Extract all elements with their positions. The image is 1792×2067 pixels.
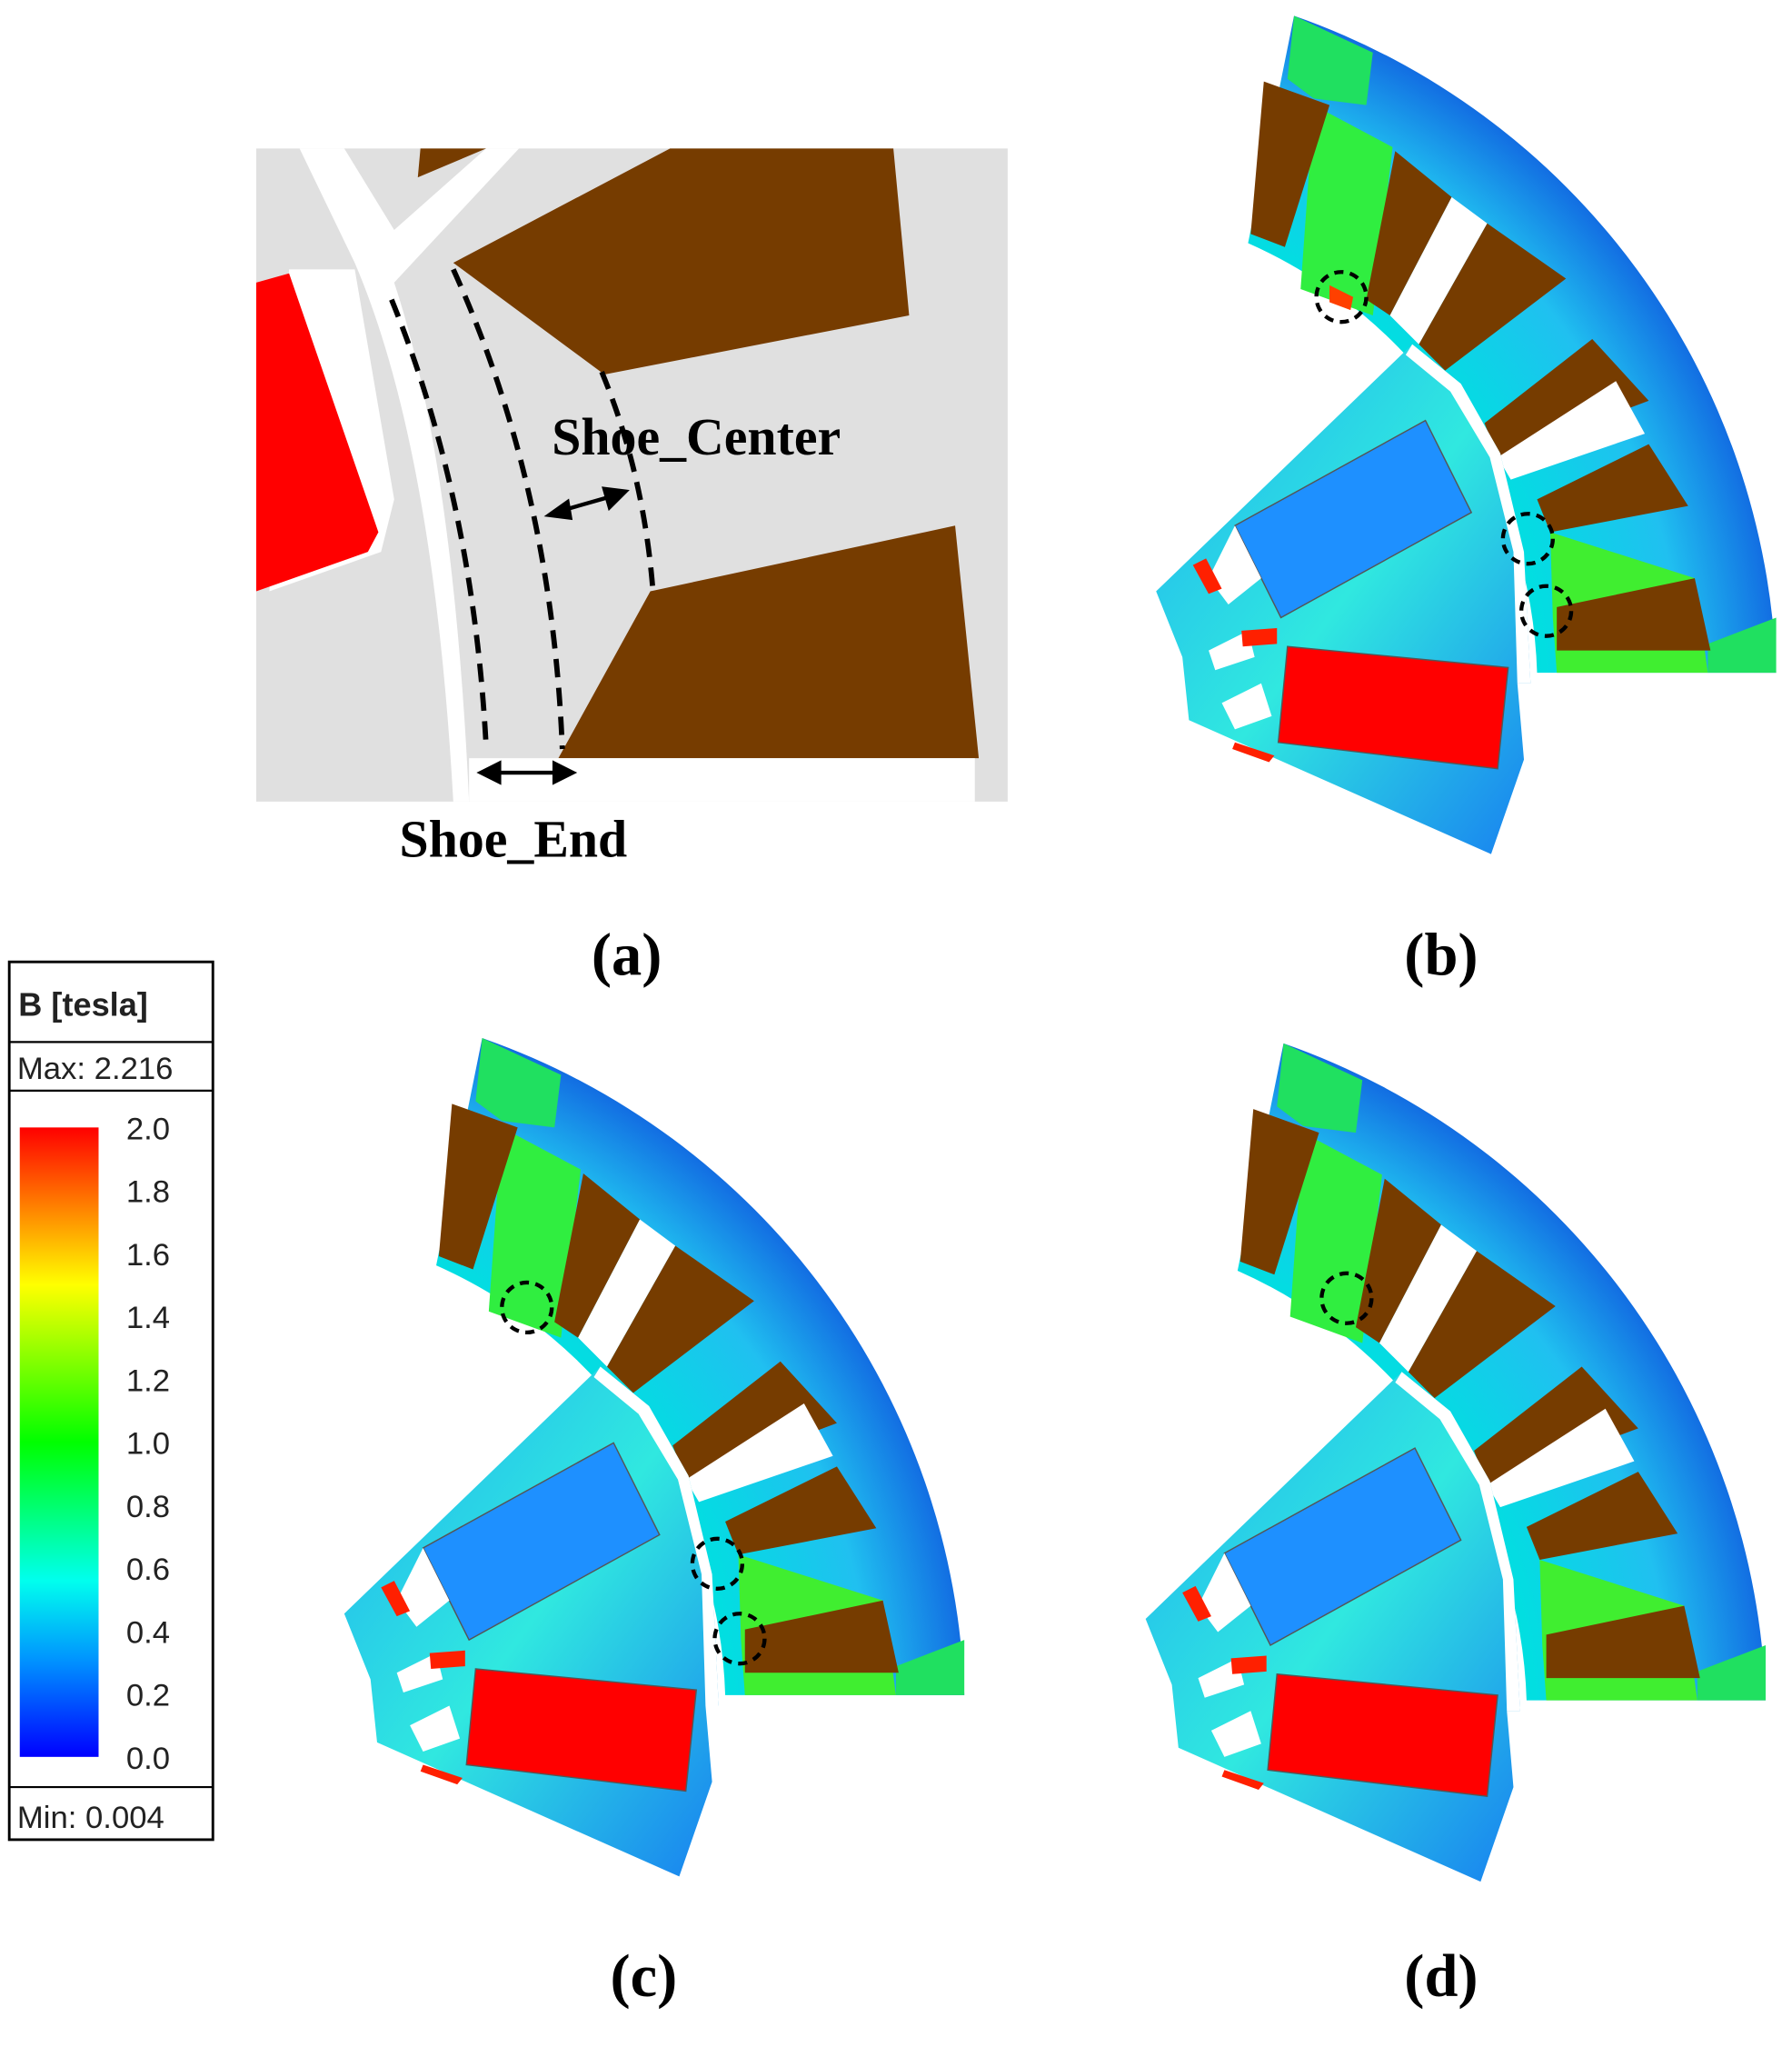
colorbar-tick-label: 2.0 (126, 1112, 170, 1146)
colorbar-tick-label: 0.4 (126, 1615, 170, 1650)
panel-d: (d) (1144, 1043, 1767, 2010)
panel-label-b: (b) (1404, 923, 1478, 989)
colorbar (19, 1127, 99, 1757)
colorbar-ticks: 2.0 1.8 1.6 1.4 1.2 1.0 0.8 0.6 0.4 0.2 0.0 (126, 1112, 170, 1775)
shoe-center-label: Shoe_Center (552, 407, 841, 466)
colorbar-tick-label: 1.4 (126, 1301, 170, 1335)
coil-upper (453, 148, 910, 375)
dimension-arrows (476, 486, 630, 785)
panel-label-d: (d) (1404, 1943, 1478, 2010)
colorbar-tick-label: 0.0 (126, 1742, 170, 1776)
panel-b: (b) (1155, 15, 1777, 989)
colorbar-tick-label: 0.6 (126, 1553, 170, 1587)
colorbar-tick-label: 1.6 (126, 1238, 170, 1273)
legend-min: Min: 0.004 (17, 1801, 164, 1835)
colorbar-tick-label: 1.0 (126, 1427, 170, 1462)
panel-c: (c) (343, 1037, 965, 2010)
dashed-shoe-lines (389, 268, 656, 750)
legend-max: Max: 2.216 (17, 1052, 174, 1086)
colorbar-tick-label: 0.8 (126, 1490, 170, 1524)
coil-lower (558, 525, 980, 759)
saturation-circles (1319, 1271, 1374, 1325)
colorbar-tick-label: 0.2 (126, 1679, 170, 1713)
saturation-circles (1314, 270, 1574, 638)
colorbar-legend: B [tesla] Max: 2.216 2.0 1.8 1.6 1.4 1.2 1.0 0… (7, 960, 214, 1842)
colorbar-tick-label: 1.2 (126, 1363, 170, 1398)
panel-a: Shoe_Center Shoe_End (a) (255, 148, 1008, 989)
legend-title: B [tesla] (18, 985, 148, 1023)
magnet-red (255, 273, 379, 592)
shoe-end-label: Shoe_End (400, 810, 628, 869)
panel-label-a: (a) (592, 923, 662, 989)
colorbar-tick-label: 1.8 (126, 1175, 170, 1210)
panel-label-c: (c) (611, 1943, 678, 2010)
